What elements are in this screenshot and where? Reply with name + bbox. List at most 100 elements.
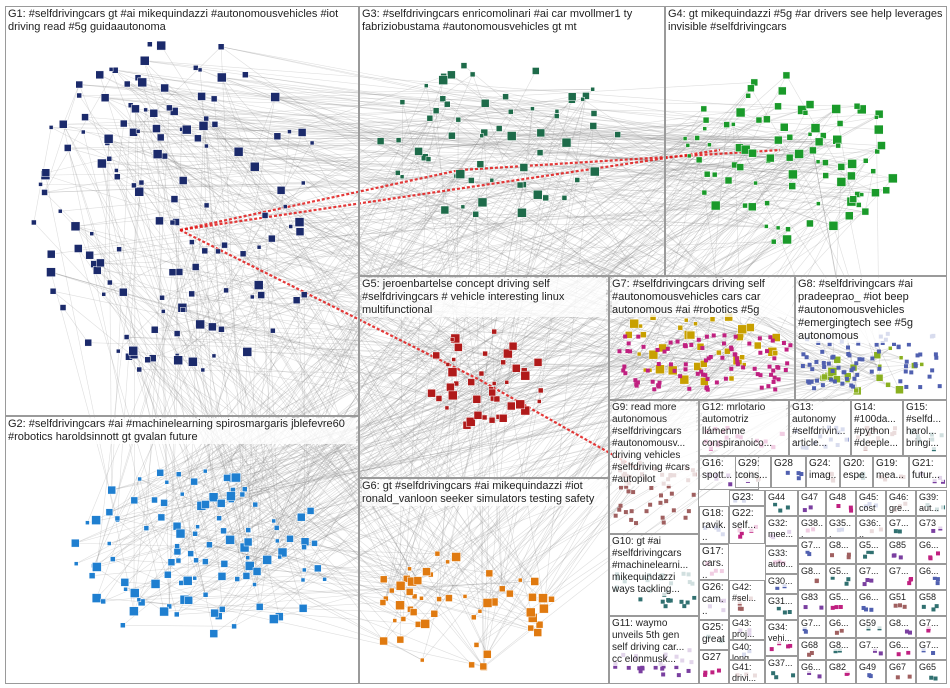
edge <box>484 132 503 589</box>
group-label-g44: G44 <box>768 492 795 503</box>
graph-node <box>460 62 468 69</box>
graph-node <box>277 554 282 560</box>
edge <box>111 334 629 491</box>
group-box-g51: G51 <box>886 590 916 616</box>
edge <box>221 350 728 504</box>
edge <box>112 202 483 560</box>
edge <box>864 171 874 213</box>
graph-node <box>785 226 791 232</box>
group-box-g24: G24: imag... <box>806 456 840 488</box>
graph-node <box>438 75 448 85</box>
graph-node <box>628 349 633 354</box>
graph-node <box>252 567 262 576</box>
graph-node <box>703 670 708 675</box>
graph-node <box>150 579 161 589</box>
graph-node <box>859 192 865 197</box>
graph-node <box>870 168 876 174</box>
graph-node <box>242 486 248 492</box>
edge <box>290 145 839 227</box>
graph-node <box>841 370 846 375</box>
graph-node <box>770 338 775 343</box>
group-label-g7: G7: #selfdrivingcars driving self #auton… <box>612 278 792 317</box>
graph-node <box>309 140 315 146</box>
graph-node <box>683 362 688 367</box>
edge <box>417 134 811 625</box>
edge <box>163 311 168 483</box>
graph-node <box>70 221 81 232</box>
graph-node <box>786 134 794 141</box>
graph-node <box>686 153 692 159</box>
edge <box>171 145 689 563</box>
graph-node <box>100 598 106 605</box>
edge <box>511 350 728 407</box>
edge <box>304 541 427 572</box>
graph-node <box>420 657 425 663</box>
graph-node <box>854 361 859 366</box>
graph-node <box>204 143 209 149</box>
group-box-g22: G22: self... <box>729 506 765 544</box>
graph-node <box>100 93 110 102</box>
edge <box>279 164 735 558</box>
edge <box>138 173 461 600</box>
graph-node <box>874 148 880 155</box>
edge <box>225 95 587 291</box>
group-box-g6d: G7... <box>798 616 826 638</box>
group-box-g8c: G7... <box>916 616 947 638</box>
graph-node <box>506 131 517 141</box>
graph-node <box>311 540 318 547</box>
edge <box>187 547 245 582</box>
edge <box>212 326 740 338</box>
graph-node <box>447 70 456 80</box>
graph-node <box>200 367 206 373</box>
graph-node <box>504 380 510 385</box>
edge <box>310 139 779 512</box>
graph-node <box>909 370 914 375</box>
edge <box>714 166 842 175</box>
edge <box>133 46 222 133</box>
graph-node <box>666 484 671 489</box>
group-label-g49: G49 <box>859 662 883 673</box>
edge <box>277 214 476 542</box>
edge <box>201 194 858 507</box>
graph-node <box>650 379 655 384</box>
edge <box>260 118 431 296</box>
graph-node <box>619 485 624 490</box>
edge <box>116 134 618 171</box>
group-box-g34: G34: vehi... <box>765 620 798 656</box>
edge <box>157 154 170 607</box>
graph-node <box>869 607 874 612</box>
graph-node <box>663 604 668 609</box>
graph-node <box>927 374 932 379</box>
graph-node <box>733 334 738 339</box>
edge <box>93 263 384 642</box>
graph-node <box>722 333 727 338</box>
graph-node <box>218 606 226 613</box>
graph-node <box>138 179 145 186</box>
graph-node <box>763 115 771 124</box>
graph-node <box>691 492 696 497</box>
edge <box>464 182 756 597</box>
graph-node <box>714 380 719 385</box>
graph-node <box>471 614 477 621</box>
graph-node <box>830 369 835 374</box>
graph-node <box>785 361 790 366</box>
edge <box>93 117 877 567</box>
edge <box>254 166 902 358</box>
graph-node <box>91 593 102 603</box>
group-box-g7: G7: #selfdrivingcars driving self #auton… <box>609 276 795 400</box>
graph-node <box>392 618 398 623</box>
group-box-g7d: G8... <box>798 564 826 590</box>
edge <box>191 293 515 367</box>
graph-node <box>785 153 794 162</box>
graph-node <box>447 367 458 377</box>
graph-node <box>682 604 687 609</box>
edge <box>187 125 204 581</box>
graph-node <box>748 202 757 212</box>
edge <box>202 173 461 371</box>
group-label-g7d: G8... <box>801 566 823 577</box>
graph-node <box>542 194 549 202</box>
group-label-g9: G9: read more autonomous #selfdrivingcar… <box>612 402 696 486</box>
edge <box>252 152 753 298</box>
graph-node <box>218 326 225 333</box>
graph-node <box>208 322 217 332</box>
